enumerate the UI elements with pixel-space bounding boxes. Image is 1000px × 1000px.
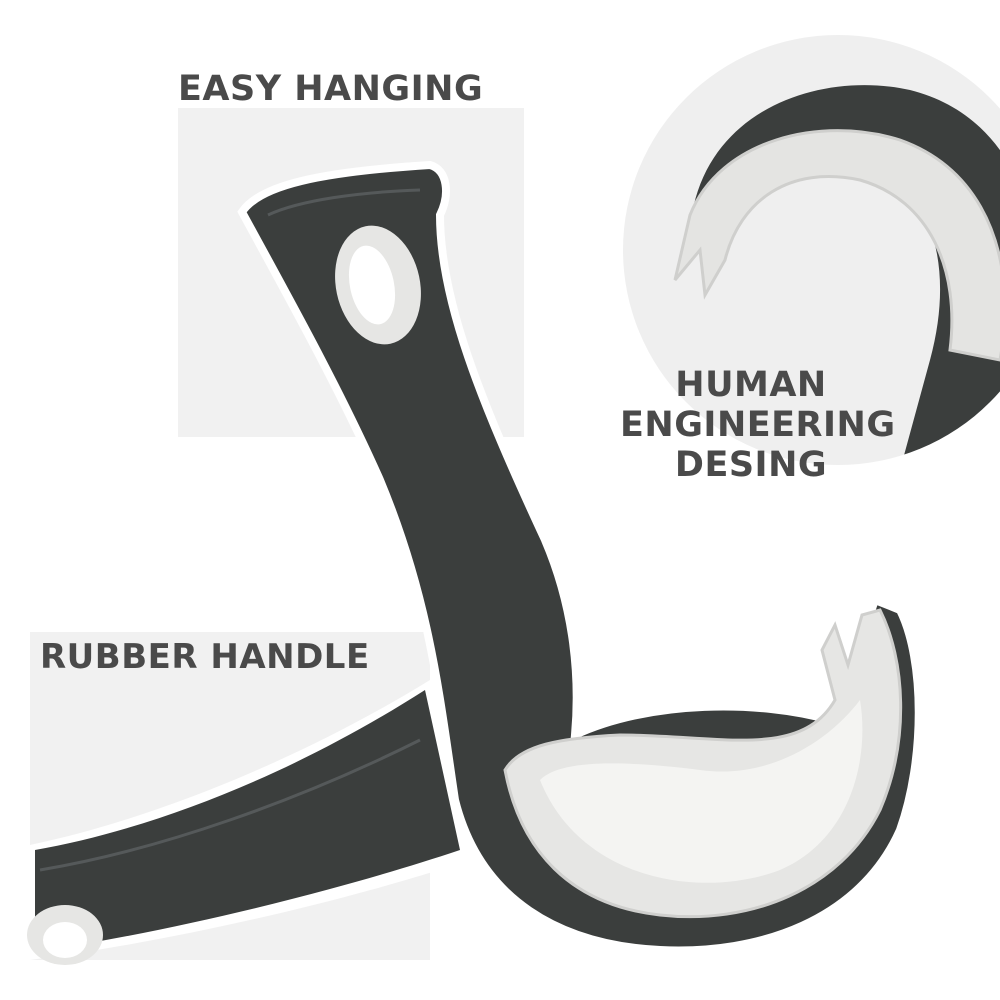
label-line: DESING <box>674 445 828 485</box>
jar-opener-main <box>237 160 923 955</box>
label-line: ENGINEERING <box>620 405 896 445</box>
human-engineering-label: HUMAN ENGINEERING DESING <box>620 365 896 485</box>
easy-hanging-label: EASY HANGING <box>178 69 484 109</box>
label-line: HUMAN <box>675 365 827 405</box>
rubber-handle-label: RUBBER HANDLE <box>40 637 370 677</box>
rubber-handle-shape <box>27 680 470 965</box>
detail-zoom-circle <box>623 35 1000 465</box>
